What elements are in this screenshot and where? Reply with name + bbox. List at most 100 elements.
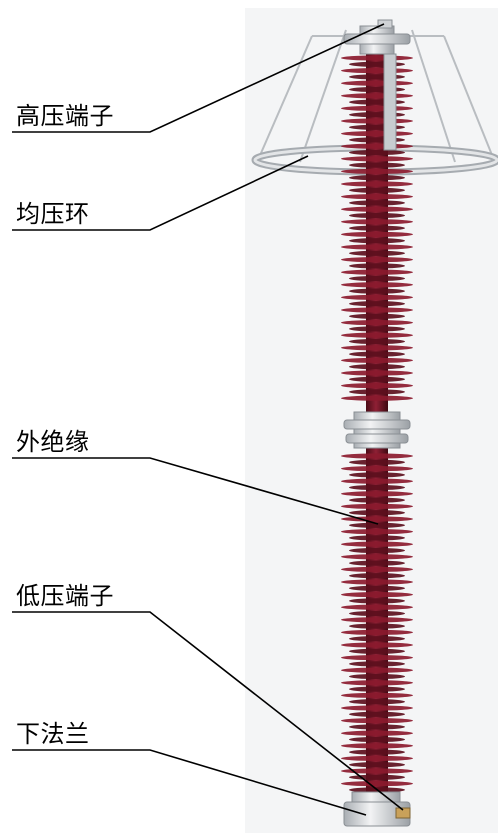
- shed: [349, 225, 405, 231]
- shed: [341, 755, 413, 762]
- shed: [349, 137, 405, 143]
- shed: [349, 238, 405, 244]
- shed: [341, 453, 413, 459]
- shed: [349, 623, 405, 629]
- shed: [341, 294, 413, 300]
- shed: [341, 541, 413, 547]
- shed: [349, 212, 405, 219]
- shed: [349, 175, 405, 181]
- shed: [341, 692, 413, 699]
- shed: [349, 74, 405, 80]
- shed: [349, 326, 405, 332]
- shed: [341, 194, 413, 200]
- shed: [349, 99, 405, 105]
- shed: [341, 181, 413, 187]
- shed: [349, 200, 405, 206]
- shed: [349, 86, 405, 93]
- shed: [349, 364, 405, 370]
- shed: [349, 263, 405, 269]
- shed: [341, 554, 413, 560]
- shed: [341, 529, 413, 535]
- shed: [349, 648, 405, 654]
- shed: [341, 642, 413, 648]
- shed: [341, 743, 413, 749]
- shed: [349, 560, 405, 566]
- shed: [341, 131, 413, 137]
- shed: [341, 143, 413, 149]
- shed: [349, 472, 405, 478]
- shed: [341, 466, 413, 472]
- shed: [341, 781, 413, 787]
- shed: [349, 736, 405, 743]
- shed: [341, 80, 413, 86]
- shed: [349, 301, 405, 307]
- shed: [349, 459, 405, 465]
- shed: [341, 219, 413, 225]
- shed-stack: [341, 55, 413, 793]
- shed: [349, 724, 405, 730]
- shed: [341, 491, 413, 497]
- shed: [349, 522, 405, 528]
- shed: [349, 699, 405, 705]
- shed: [349, 535, 405, 541]
- shed: [349, 661, 405, 667]
- shed: [341, 592, 413, 598]
- shed: [341, 244, 413, 250]
- shed: [341, 231, 413, 237]
- shed: [341, 503, 413, 509]
- shed: [341, 655, 413, 661]
- shed: [349, 598, 405, 604]
- shed: [349, 547, 405, 554]
- shed: [349, 124, 405, 130]
- shed: [341, 617, 413, 623]
- shed: [341, 118, 413, 124]
- shed: [349, 749, 405, 755]
- shed: [349, 376, 405, 382]
- shed: [341, 269, 413, 275]
- shed: [341, 566, 413, 573]
- shed: [341, 478, 413, 484]
- label-high-voltage-terminal: 高压端子: [16, 102, 114, 130]
- shed: [341, 257, 413, 263]
- shed: [349, 275, 405, 282]
- shed: [349, 288, 405, 294]
- shed: [341, 93, 413, 99]
- shed: [341, 68, 413, 74]
- shed: [341, 282, 413, 288]
- lower-flange-part: [343, 791, 411, 827]
- shed: [349, 673, 405, 680]
- shed: [349, 484, 405, 491]
- shed: [341, 357, 413, 363]
- top-cap: [343, 19, 411, 151]
- shed: [341, 55, 413, 61]
- shed: [341, 320, 413, 326]
- label-external-insulation: 外绝缘: [16, 428, 90, 456]
- label-lower-flange: 下法兰: [16, 720, 90, 748]
- leader-grading-ring: [12, 155, 309, 231]
- shed: [341, 383, 413, 389]
- shed: [341, 604, 413, 610]
- shed: [341, 156, 413, 162]
- shed: [349, 711, 405, 717]
- shed: [349, 762, 405, 768]
- shed: [341, 370, 413, 376]
- leader-high-voltage-terminal: [12, 23, 385, 133]
- shed: [341, 667, 413, 673]
- shed: [349, 610, 405, 617]
- shed: [349, 149, 405, 156]
- shed: [341, 395, 413, 401]
- shed: [349, 61, 405, 67]
- shed: [341, 705, 413, 711]
- shed: [349, 351, 405, 357]
- shed: [341, 105, 413, 111]
- leader-lower-flange: [12, 749, 367, 816]
- shed: [349, 585, 405, 591]
- shed: [349, 187, 405, 193]
- leader-external-insulation: [12, 457, 379, 525]
- shed: [349, 162, 405, 168]
- shed: [349, 389, 405, 395]
- shed: [349, 313, 405, 319]
- shed: [349, 636, 405, 642]
- label-low-voltage-terminal: 低压端子: [16, 582, 114, 610]
